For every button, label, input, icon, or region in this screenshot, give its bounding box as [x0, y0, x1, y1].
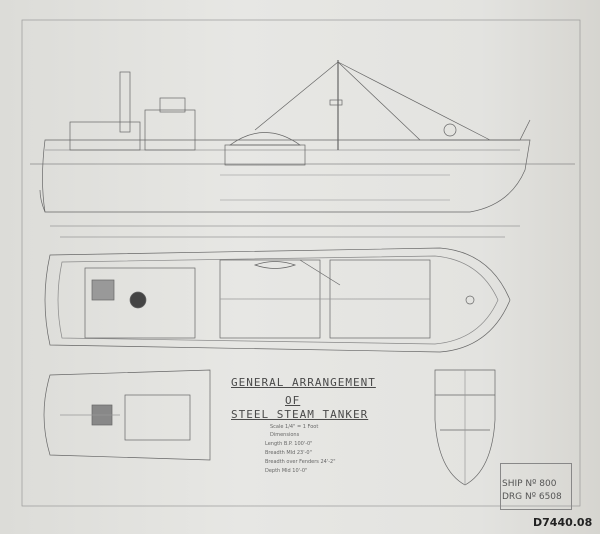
- particular-heading: Dimensions: [270, 432, 300, 438]
- lifeboat: [228, 132, 302, 146]
- drawing-title: GENERAL ARRANGEMENT: [231, 376, 376, 389]
- drawing-border: [21, 19, 581, 507]
- drawing-number: DRG Nº 6508: [502, 492, 562, 502]
- profile-elevation: [30, 60, 575, 238]
- particular-length: Length B.P. 100'-0": [265, 441, 313, 447]
- catalogue-reference: D7440.08: [533, 516, 593, 529]
- title-block: [500, 463, 572, 510]
- particular-breadth: Breadth Mld 23'-0": [265, 450, 312, 456]
- particular-depth: Depth Mld 10'-0": [265, 468, 308, 474]
- drawing-title-of: OF: [285, 394, 301, 407]
- lower-deck-plan: [43, 369, 211, 461]
- particular-breadth-fenders: Breadth over Fenders 24'-2": [265, 459, 336, 465]
- drawing-subject: STEEL STEAM TANKER: [231, 408, 369, 421]
- midship-section: [434, 369, 496, 486]
- funnel-plan: [129, 291, 147, 309]
- funnel: [119, 71, 131, 133]
- deck-plan: [44, 247, 511, 353]
- particular-scale: Scale 1/4" = 1 Foot: [270, 424, 319, 430]
- ship-number: SHIP Nº 800: [502, 479, 557, 489]
